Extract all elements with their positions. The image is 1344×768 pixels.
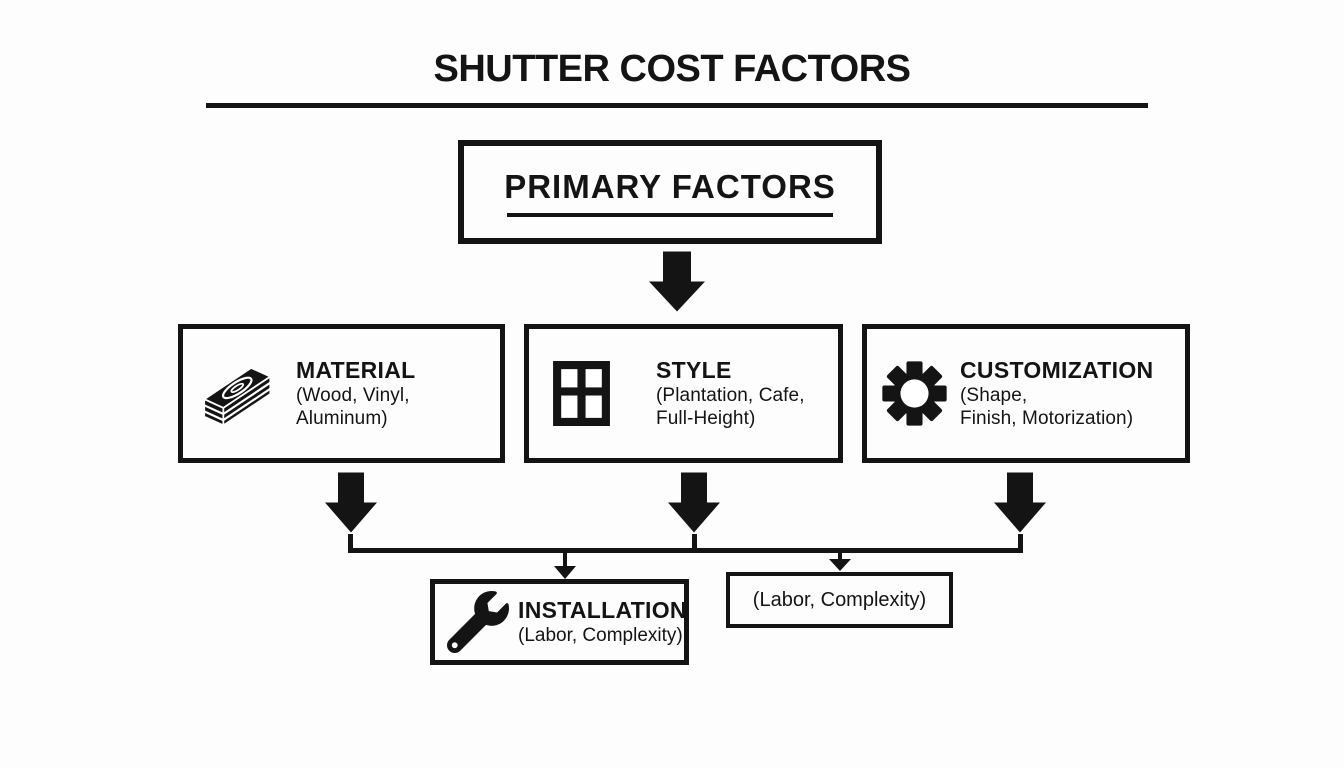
customization-label: CUSTOMIZATION: [960, 357, 1154, 383]
connector-tick: [692, 534, 697, 549]
down-arrow-icon: [325, 470, 377, 535]
primary-factors-box: PRIMARY FACTORS: [458, 140, 882, 244]
down-arrow-icon: [994, 470, 1046, 535]
installation-box: INSTALLATION (Labor, Complexity): [430, 579, 689, 665]
style-box: STYLE (Plantation, Cafe, Full-Height): [524, 324, 843, 463]
customization-box: CUSTOMIZATION (Shape, Finish, Motorizati…: [862, 324, 1190, 463]
down-arrow-icon: [828, 552, 852, 571]
down-arrow-icon: [553, 552, 577, 579]
wood-plank-icon: [195, 354, 283, 434]
style-label: STYLE: [656, 357, 732, 383]
connector-tick: [1018, 534, 1023, 549]
window-icon: [553, 361, 610, 426]
primary-factors-label-underline: [507, 212, 833, 217]
material-sub: (Wood, Vinyl, Aluminum): [296, 385, 410, 429]
title-underline: [206, 103, 1148, 108]
material-label: MATERIAL: [296, 357, 416, 383]
labor-complexity-label: (Labor, Complexity): [752, 588, 927, 611]
wrench-icon: [447, 591, 509, 653]
installation-label: INSTALLATION: [518, 597, 687, 623]
material-box: MATERIAL (Wood, Vinyl, Aluminum): [178, 324, 505, 463]
gear-icon: [881, 360, 948, 427]
down-arrow-icon: [649, 251, 705, 312]
style-sub-line2: Full-Height): [656, 408, 756, 429]
primary-factors-label: PRIMARY FACTORS: [504, 167, 836, 205]
page-title: SHUTTER COST FACTORS: [433, 48, 912, 90]
connector-line: [348, 548, 1023, 553]
style-sub-line1: (Plantation, Cafe,: [656, 385, 805, 406]
down-arrow-icon: [668, 470, 720, 535]
installation-sub: (Labor, Complexity): [518, 625, 683, 646]
customization-sub-line1: (Shape,: [960, 385, 1028, 406]
connector-tick: [348, 534, 353, 549]
customization-sub-line2: Finish, Motorization): [960, 408, 1134, 429]
labor-complexity-box: (Labor, Complexity): [726, 572, 953, 628]
